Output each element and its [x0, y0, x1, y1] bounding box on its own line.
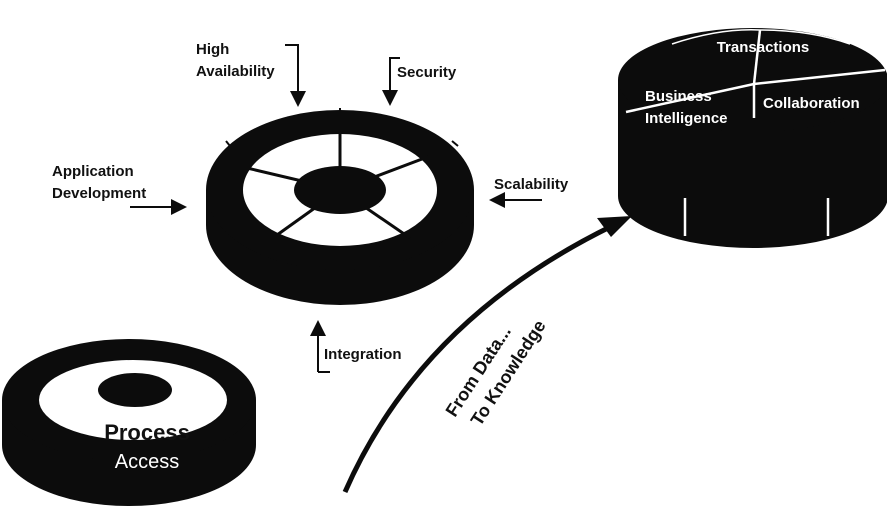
application-line2: Development [52, 185, 146, 202]
progress-arrowhead [597, 216, 632, 237]
divider-right [753, 68, 886, 86]
high-availability-arrow [285, 44, 306, 107]
scalability-label: Scalability [494, 176, 569, 193]
transactions-label: Transactions [717, 39, 810, 56]
collaboration-label: Collaboration [763, 95, 860, 112]
high-availability-line1: High [196, 41, 229, 58]
high-availability-label: High Availability [196, 41, 275, 80]
wheel-input-labels: High Availability Security Application D… [52, 41, 569, 363]
business-line: Business [645, 88, 712, 105]
high-availability-line2: Availability [196, 63, 275, 80]
security-arrow [382, 57, 400, 106]
cylinder-top [618, 28, 887, 132]
process-access-disk: Process Access [2, 339, 256, 506]
knowledge-cylinder: Transactions Business Intelligence Colla… [618, 28, 887, 248]
progress-curve [342, 223, 614, 494]
top-edge-highlight [671, 29, 851, 45]
divider-left [625, 82, 755, 114]
wheel-right-notch [451, 140, 459, 147]
access-label: Access [115, 451, 179, 473]
left-disk-hub [98, 373, 172, 407]
intelligence-line: Intelligence [645, 110, 728, 127]
application-development-label: Application Development [52, 163, 146, 202]
wheel-hub [294, 166, 386, 214]
security-label: Security [397, 64, 457, 81]
application-line1: Application [52, 163, 134, 180]
center-wheel [206, 108, 474, 305]
progress-text-group: From Data... To Knowledge [442, 316, 550, 429]
wheel-input-arrows [130, 44, 542, 373]
cylinder-dividers [625, 29, 886, 236]
divider-top [752, 29, 762, 85]
process-label: Process [104, 420, 190, 445]
integration-label: Integration [324, 346, 402, 363]
business-intelligence-label: Business Intelligence [645, 88, 728, 127]
wheel-left-notch [225, 140, 231, 147]
